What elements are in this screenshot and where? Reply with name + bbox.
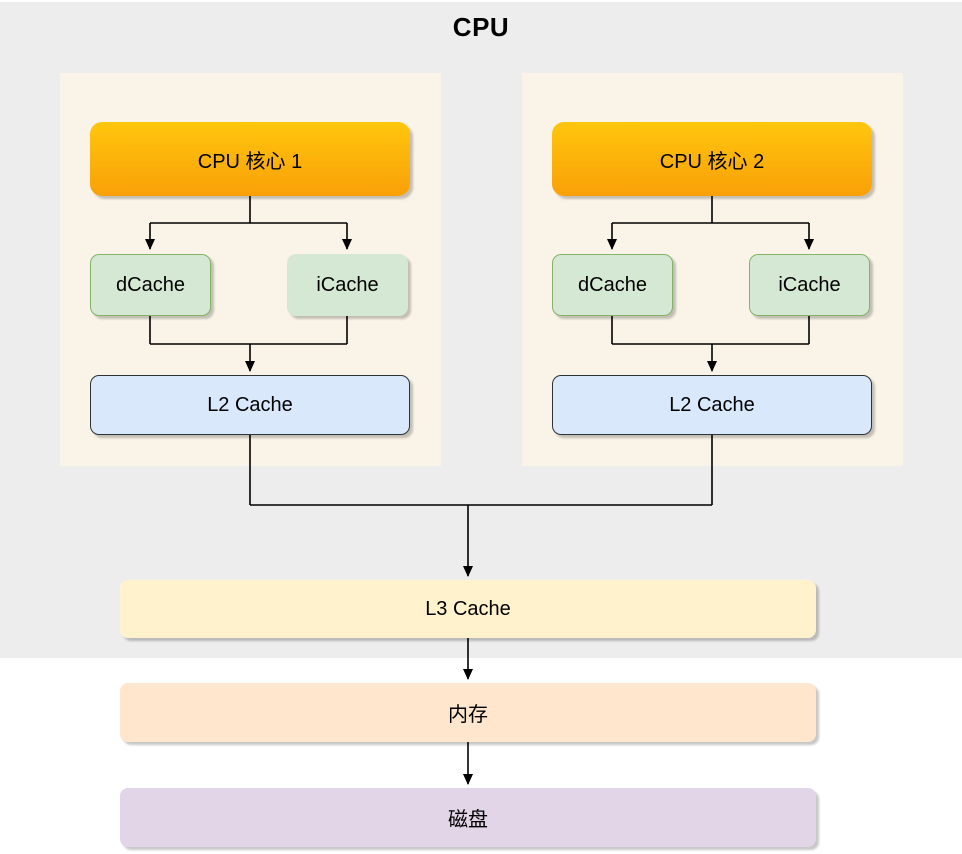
node-dcache-1-label: dCache	[116, 273, 185, 296]
node-icache-1-label: iCache	[316, 273, 379, 296]
node-memory: 内存	[120, 683, 816, 742]
node-l2-cache-2-label: L2 Cache	[669, 393, 755, 416]
node-cpu-core-1-label: CPU 核心 1	[197, 150, 303, 173]
node-dcache-1: dCache	[90, 254, 211, 316]
node-icache-2-label: iCache	[778, 273, 841, 296]
diagram-title: CPU	[452, 12, 510, 42]
core-group-1: CPU 核心 1 dCache iCache L2 Cache	[60, 73, 441, 466]
core-group-2: CPU 核心 2 dCache iCache L2 Cache	[522, 73, 903, 466]
node-disk: 磁盘	[120, 788, 816, 847]
node-l2-cache-2: L2 Cache	[552, 375, 872, 435]
node-dcache-2-label: dCache	[578, 273, 647, 296]
node-icache-2: iCache	[749, 254, 870, 316]
node-cpu-core-2-label: CPU 核心 2	[659, 150, 765, 173]
node-icache-1: iCache	[287, 254, 408, 316]
node-l3-cache: L3 Cache	[120, 580, 816, 638]
node-dcache-2: dCache	[552, 254, 673, 316]
node-memory-label: 内存	[448, 704, 488, 726]
node-l2-cache-1: L2 Cache	[90, 375, 410, 435]
node-l3-cache-label: L3 Cache	[425, 597, 511, 620]
node-disk-label: 磁盘	[448, 809, 488, 831]
node-cpu-core-1: CPU 核心 1	[90, 122, 410, 196]
node-cpu-core-2: CPU 核心 2	[552, 122, 872, 196]
node-l2-cache-1-label: L2 Cache	[207, 393, 293, 416]
